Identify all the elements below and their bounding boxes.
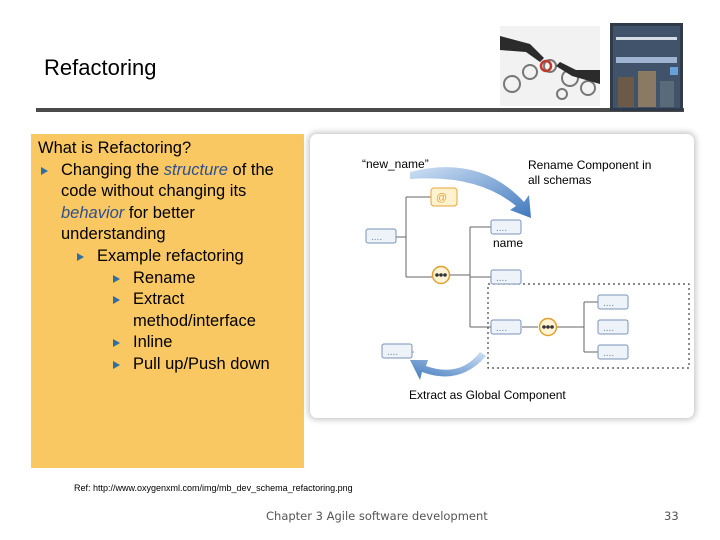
bullet-inline: Inline xyxy=(38,332,300,354)
svg-text:....: .... xyxy=(603,298,614,309)
bullet-arrow-icon xyxy=(77,252,84,261)
bullet-arrow-icon xyxy=(113,360,120,369)
rename-arrow-icon xyxy=(410,167,531,218)
definition-emphasis-behavior: behavior xyxy=(61,203,125,222)
page-number: 33 xyxy=(664,509,679,523)
bullet-arrow-icon xyxy=(113,274,120,283)
definition-emphasis-structure: structure xyxy=(163,160,228,179)
slide-footer: Chapter 3 Agile software development xyxy=(266,509,488,523)
extract-selection-box xyxy=(487,283,690,369)
sequence-compositor-icon xyxy=(538,317,558,337)
attribute-node xyxy=(430,187,458,207)
bullet-extract-text: Extract method/interface xyxy=(133,290,256,330)
rename-label-line1: Rename Component in xyxy=(528,158,651,172)
bullet-example-heading: Example refactoring xyxy=(38,246,300,268)
bullet-arrow-icon xyxy=(113,296,120,305)
svg-text:....: .... xyxy=(496,273,507,284)
new-name-label: “new_name” xyxy=(362,157,429,171)
extract-arrow-icon xyxy=(410,352,486,380)
bullet-definition: Changing the structure of the code witho… xyxy=(38,160,300,246)
svg-text:....: .... xyxy=(496,223,507,234)
definition-text: for better understanding xyxy=(61,203,195,244)
element-node-extracted-3: .... xyxy=(597,344,629,360)
refactoring-diagram: “new_name” Rename Component in all schem… xyxy=(310,134,694,418)
book-cover-image xyxy=(610,23,683,111)
bullet-extract: Extract method/interface xyxy=(38,289,300,332)
element-node-extracted-1: .... xyxy=(597,294,629,310)
svg-text:....: .... xyxy=(603,348,614,359)
element-node-child-3: .... xyxy=(490,319,522,335)
bullet-rename: Rename xyxy=(38,268,300,290)
extract-label: Extract as Global Component xyxy=(409,388,566,402)
bullet-rename-text: Rename xyxy=(133,268,196,287)
bullet-question: What is Refactoring? xyxy=(38,139,192,157)
svg-text:....: .... xyxy=(603,323,614,334)
bullet-pullup-text: Pull up/Push down xyxy=(133,354,270,373)
element-node-name: .... xyxy=(490,219,522,235)
content-panel xyxy=(31,134,304,468)
definition-text: Changing the xyxy=(61,160,164,179)
element-node-extracted-2: .... xyxy=(597,319,629,335)
title-divider xyxy=(36,108,684,112)
element-node-global: .... xyxy=(381,343,413,359)
hands-gears-image xyxy=(500,26,600,106)
rename-label-line2: all schemas xyxy=(528,173,591,187)
svg-text:....: .... xyxy=(387,347,398,358)
attribute-icon: @ xyxy=(436,192,447,204)
definition-text: of the code without changing its xyxy=(61,160,274,201)
bullet-list: What is Refactoring? Changing the struct… xyxy=(38,138,300,376)
name-label: name xyxy=(493,236,523,250)
slide-title: Refactoring xyxy=(44,55,157,80)
sequence-compositor-icon xyxy=(431,265,451,285)
bullet-arrow-icon xyxy=(113,339,120,348)
bullet-example-text: Example refactoring xyxy=(97,246,244,265)
element-node-child-2: .... xyxy=(490,269,522,285)
bullet-pullup: Pull up/Push down xyxy=(38,354,300,376)
reference-text: Ref: http://www.oxygenxml.com/img/mb_dev… xyxy=(74,483,353,493)
bullet-inline-text: Inline xyxy=(133,333,173,352)
element-node-root: .... xyxy=(365,228,397,244)
svg-text:....: .... xyxy=(496,323,507,334)
svg-text:....: .... xyxy=(371,232,382,243)
bullet-arrow-icon xyxy=(41,166,48,175)
